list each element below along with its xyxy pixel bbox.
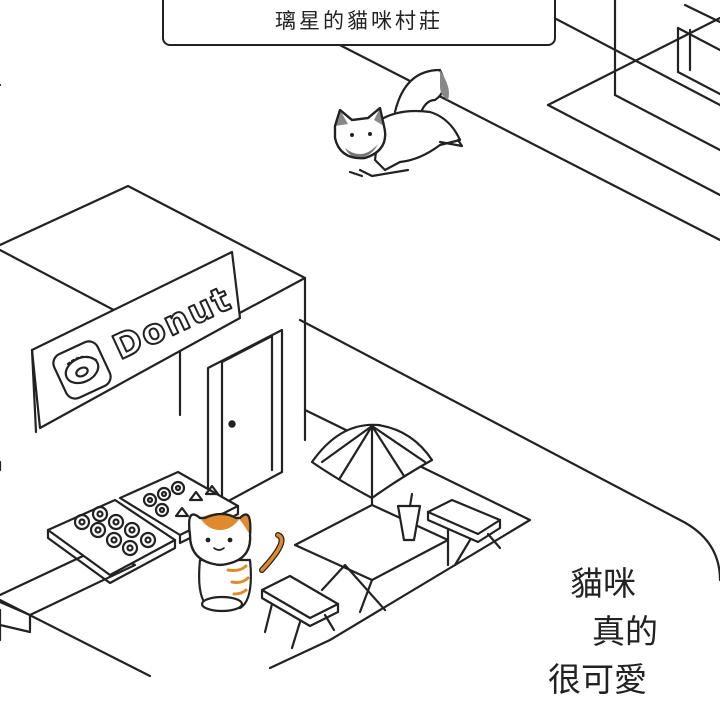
title-bar: 璃星的貓咪村莊: [162, 0, 556, 46]
donut-tray-left: [46, 498, 177, 585]
bench-right: [426, 498, 502, 567]
street-lines: [0, 0, 720, 582]
umbrella-icon: [310, 423, 434, 532]
upper-right-building: [613, 0, 720, 152]
caption-block: 貓咪 真的 很可愛: [548, 560, 698, 704]
page-title: 璃星的貓咪村莊: [275, 9, 443, 33]
donut-sign-icon: [52, 340, 112, 400]
orange-cat: [188, 512, 285, 613]
caption-line-3: 很可愛: [548, 660, 647, 699]
cup-icon: [396, 492, 422, 542]
siamese-cat: [333, 68, 464, 178]
bench-front: [260, 574, 340, 650]
caption-line-2: 真的: [592, 612, 658, 651]
caption-line-1: 貓咪: [570, 564, 636, 603]
donut-shop: [0, 184, 307, 634]
donut-group: [73, 505, 157, 557]
